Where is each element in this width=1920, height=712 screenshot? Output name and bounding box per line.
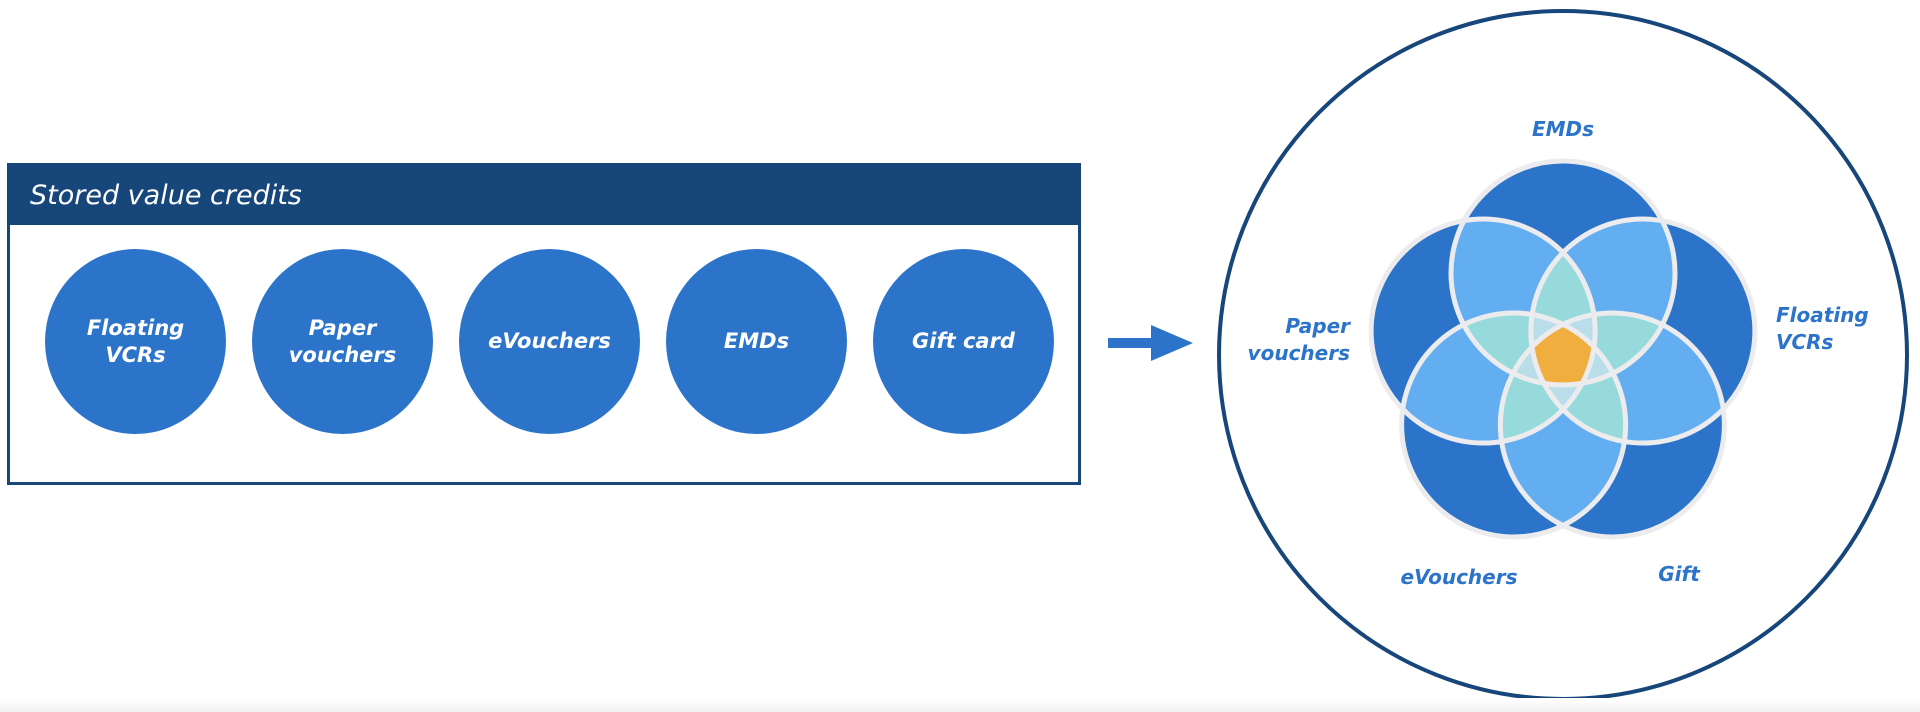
overlap-two [1401, 312, 1596, 444]
overlap-four [1530, 312, 1626, 385]
petal-outline [1448, 158, 1678, 388]
overlap-four [1530, 312, 1596, 385]
overlap-two [1530, 312, 1725, 444]
overlap-two [1530, 219, 1675, 385]
venn-petal [1500, 312, 1725, 537]
overlap-three [1530, 312, 1626, 385]
venn-label: Paper vouchers [1248, 314, 1352, 365]
credit-circle-emds: EMDs [666, 249, 847, 434]
credit-label: Paper vouchers [288, 315, 397, 367]
overlap-two [1451, 219, 1596, 385]
credit-circle-paper-vouchers: Paper vouchers [252, 249, 433, 434]
overlap-three [1530, 312, 1626, 444]
venn-petal [1371, 219, 1596, 444]
credit-label: EMDs [723, 329, 790, 353]
petal-outline [1497, 310, 1727, 540]
overlap-two [1500, 312, 1675, 385]
venn-label-line: VCRs [1776, 330, 1834, 354]
stored-value-credits-panel: Stored value credits Floating VCRs Paper… [7, 163, 1081, 485]
overlap-two [1500, 312, 1596, 444]
overlap-core [1530, 312, 1596, 385]
credit-types-row: Floating VCRs Paper vouchers eVouchers E… [10, 225, 1078, 482]
venn-label-line: EMDs [1532, 117, 1594, 141]
credit-label: eVouchers [488, 329, 611, 353]
overlap-three [1500, 312, 1626, 385]
credit-label: Floating VCRs [86, 315, 185, 367]
outer-ring [1217, 9, 1909, 701]
credit-circle-gift-card: Gift card [873, 249, 1054, 434]
overlap-three [1500, 312, 1596, 385]
venn-petal [1451, 161, 1675, 385]
overlap-two [1530, 312, 1626, 444]
credit-circle-evouchers: eVouchers [459, 249, 640, 434]
overlap-three [1530, 219, 1596, 385]
overlap-three [1530, 312, 1596, 444]
overlap-three [1530, 312, 1596, 444]
petal-outline [1399, 310, 1629, 540]
arrow-right-icon [1108, 325, 1193, 361]
venn-label-line: Paper [1285, 314, 1351, 338]
overlap-three [1500, 312, 1596, 444]
venn-label-line: Floating [1776, 303, 1869, 327]
overlap-four [1530, 312, 1596, 385]
petal-outline [1368, 216, 1598, 446]
bottom-edge [0, 698, 1920, 712]
overlap-four [1530, 312, 1596, 444]
overlap-three [1451, 312, 1596, 385]
overlap-four [1500, 312, 1596, 385]
venn-petal [1401, 312, 1626, 537]
overlap-three [1530, 312, 1675, 385]
petal-layer [1368, 158, 1758, 540]
venn-label: EMDs [1532, 117, 1594, 141]
credit-circle-floating-vcrs: Floating VCRs [45, 249, 226, 434]
venn-petal [1530, 219, 1755, 444]
venn-label-line: eVouchers [1401, 565, 1518, 589]
overlap-two [1451, 312, 1626, 385]
venn-label: eVouchers [1401, 565, 1518, 589]
overlap-two [1530, 219, 1596, 444]
panel-title: Stored value credits [10, 166, 1078, 225]
overlap-two [1500, 312, 1626, 537]
petal-outline [1528, 216, 1758, 446]
venn-label-line: vouchers [1248, 341, 1351, 365]
venn-label-line: Gift [1658, 562, 1701, 586]
credit-label: Gift card [912, 329, 1015, 353]
venn-label: Gift [1658, 562, 1701, 586]
